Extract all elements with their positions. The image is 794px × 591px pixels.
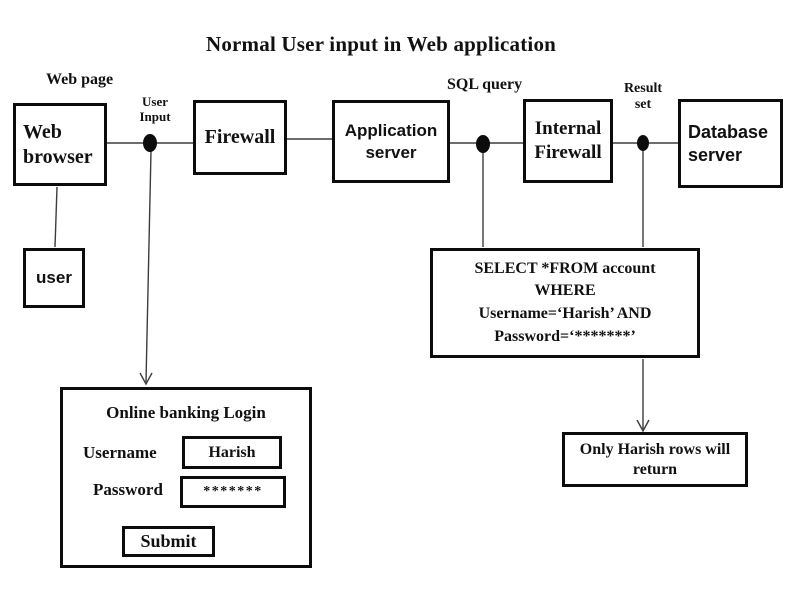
result-rows-text: Only Harish rows will return [579, 440, 731, 478]
node-user: user [23, 248, 85, 308]
wire-userinput-loginbox [145, 150, 152, 383]
arrow-down-icon [139, 372, 153, 386]
label-web-page: Web page [46, 71, 114, 88]
sql-statement-box: SELECT *FROM account WHERE Username=‘Har… [430, 248, 700, 358]
node-internal-firewall-line1: Internal [534, 118, 602, 140]
label-user-input-line2: Input [139, 108, 171, 124]
login-form-title: Online banking Login [106, 403, 266, 422]
submit-button: Submit [122, 526, 215, 557]
label-result-set-line2: set [634, 97, 652, 113]
sql-statement-line1: SELECT *FROM account [474, 259, 656, 277]
result-rows-box: Only Harish rows will return [562, 432, 748, 487]
node-web-browser-line2: browser [23, 145, 93, 168]
label-user-input-line1: User [142, 94, 168, 109]
sql-statement-line4: Password=‘*******’ [494, 327, 636, 345]
node-application-server-line2: server [365, 142, 417, 162]
node-application-server-line1: Application [344, 121, 438, 141]
node-web-browser: Web browser [13, 103, 107, 186]
node-firewall-label: Firewall [204, 126, 276, 148]
password-label: Password [93, 480, 163, 499]
arrow-down-icon [636, 419, 650, 433]
node-database-server: Database server [678, 99, 783, 188]
username-label: Username [83, 443, 157, 462]
label-result-set-line1: Result [623, 81, 663, 96]
diagram-title: Normal User input in Web application [205, 32, 557, 56]
node-user-label: user [36, 268, 72, 288]
node-internal-firewall: Internal Firewall [523, 99, 613, 183]
junction-dot-icon [637, 135, 649, 151]
wire-browser-user [54, 186, 58, 248]
login-form-box: Online banking Login Username Harish Pas… [60, 387, 312, 568]
label-sql-query: SQL query [447, 76, 523, 93]
node-internal-firewall-line2: Firewall [534, 142, 602, 163]
username-field: Harish [182, 436, 282, 469]
node-application-server: Application server [332, 100, 450, 183]
node-firewall: Firewall [193, 100, 287, 175]
label-user-input: User Input [128, 94, 182, 125]
node-web-browser-line1: Web [23, 120, 62, 143]
node-database-server-line1: Database [688, 122, 769, 142]
junction-dot-icon [476, 135, 490, 153]
password-field: ******* [180, 476, 286, 508]
sql-statement-line3: Username=‘Harish’ AND [478, 305, 652, 322]
sql-statement-line2: WHERE [534, 282, 596, 300]
node-database-server-line2: server [688, 144, 743, 165]
junction-dot-icon [143, 134, 157, 152]
label-result-set: Result set [617, 81, 669, 113]
